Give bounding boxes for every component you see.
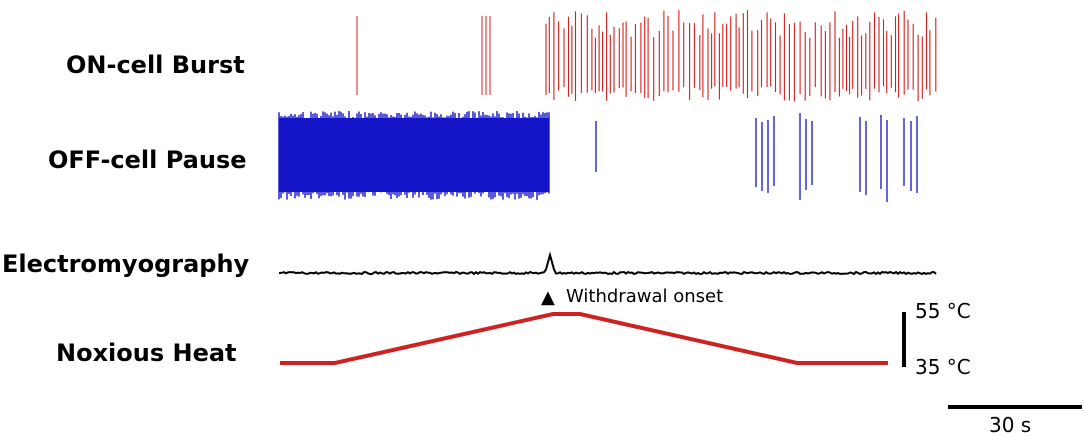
temp-high-label: 55 °C xyxy=(915,299,971,323)
on-cell-label: ON-cell Burst xyxy=(66,51,245,79)
time-scale-label: 30 s xyxy=(989,413,1032,437)
emg-label: Electromyography xyxy=(2,250,250,278)
temp-low-label: 35 °C xyxy=(915,355,971,379)
emg-signal-line xyxy=(279,251,937,276)
off-cell-label: OFF-cell Pause xyxy=(48,146,247,174)
withdrawal-onset-label: Withdrawal onset xyxy=(566,286,724,307)
electromyography-trace xyxy=(279,251,937,276)
noxious-heat-ramp-line xyxy=(280,312,888,365)
on-cell-burst-trace xyxy=(356,10,937,102)
withdrawal-marker-icon: ▲ xyxy=(541,287,555,308)
noxious-heat-trace xyxy=(280,312,888,365)
off-cell-pause-trace xyxy=(278,111,918,202)
noxious-heat-label: Noxious Heat xyxy=(56,339,237,367)
off-cell-dense-activity xyxy=(279,118,549,192)
